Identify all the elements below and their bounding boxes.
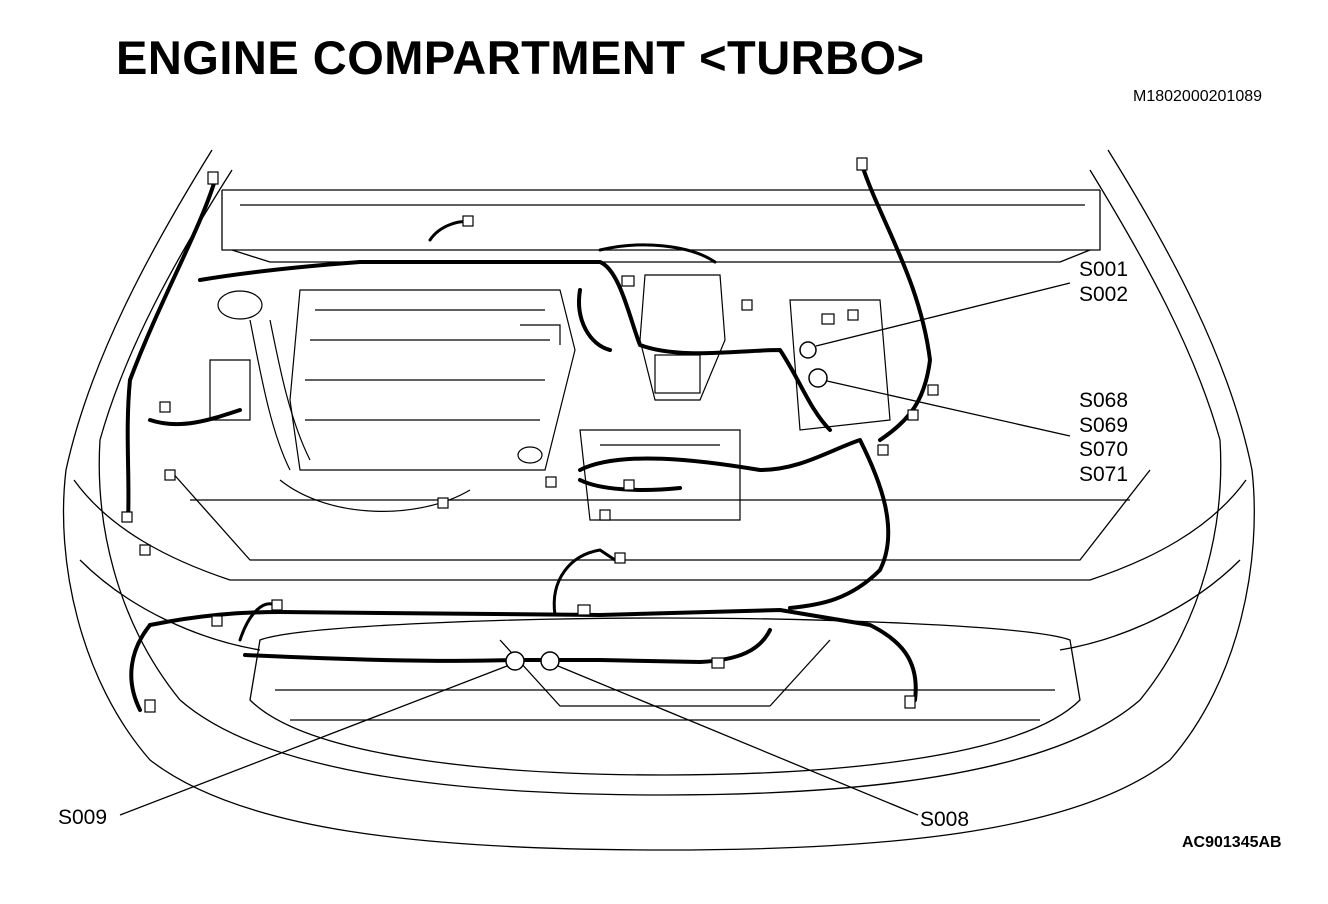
splice-label-group-s001-s002: S001 S002 xyxy=(1079,258,1128,307)
splice-label-group-s068-s071: S068 S069 S070 S071 xyxy=(1079,389,1128,487)
engine-block xyxy=(209,289,741,521)
splice-marker-s008 xyxy=(540,651,560,671)
leader-lines xyxy=(119,282,1071,816)
splice-label: S071 xyxy=(1079,462,1129,486)
wiring-harness xyxy=(125,163,932,712)
splice-markers xyxy=(505,341,828,671)
splice-label: S069 xyxy=(1079,413,1129,437)
diagram-title: ENGINE COMPARTMENT <TURBO> xyxy=(116,31,925,84)
leader-line-s009 xyxy=(119,665,508,816)
leader-line-s001-s002 xyxy=(815,282,1071,347)
leader-line-s008 xyxy=(557,665,919,816)
splice-label: S009 xyxy=(58,806,108,829)
connectors xyxy=(121,157,939,713)
splice-label: S002 xyxy=(1079,282,1129,306)
document-id: M1802000201089 xyxy=(1133,88,1263,105)
splice-label-group-s009: S009 xyxy=(58,806,107,831)
figure-id: AC901345AB xyxy=(1182,834,1282,851)
splice-label: S068 xyxy=(1079,389,1129,412)
splice-label: S070 xyxy=(1079,438,1129,461)
splice-marker-s068-s071 xyxy=(808,368,828,388)
leader-line-s068-s071 xyxy=(826,380,1071,437)
splice-label: S001 xyxy=(1079,258,1129,281)
car-body-outline xyxy=(62,149,1255,851)
splice-label: S008 xyxy=(920,808,970,831)
splice-label-group-s008: S008 xyxy=(920,808,969,833)
splice-marker-s009 xyxy=(505,651,525,671)
splice-marker-s001-s002 xyxy=(799,341,817,359)
